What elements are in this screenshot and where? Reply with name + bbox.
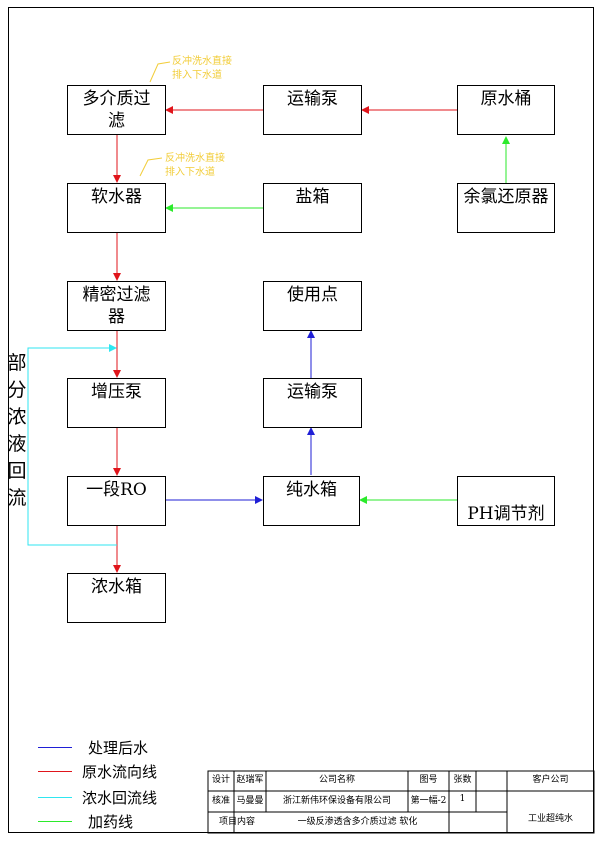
box-softener: 软水器	[67, 183, 166, 233]
legend-swatch	[38, 797, 72, 798]
tb-company-label: 公司名称	[318, 775, 355, 785]
legend-item-treated-water: 处理后水	[38, 737, 198, 759]
tb-reviewer: 马曼曼	[236, 796, 264, 806]
legend-item-raw-water: 原水流向线	[38, 761, 198, 783]
tb-project-label: 项目内容	[218, 817, 255, 827]
legend-label: 加药线	[88, 813, 134, 831]
box-salt-tank: 盐箱	[263, 183, 362, 233]
tb-project: 一级反渗透含多介质过滤 软化	[297, 817, 418, 827]
box-residual-chlorine-reducer: 余氯还原器	[457, 183, 555, 233]
tb-sheets: 1	[459, 794, 466, 804]
box-transfer-pump-mid: 运输泵	[263, 378, 362, 428]
tb-company: 浙江新伟环保设备有限公司	[282, 796, 391, 806]
side-label-concentrate-return: 部分浓液回流	[7, 352, 27, 509]
tb-drawing-no: 第一幅-2	[410, 796, 447, 806]
note-backwash-2: 反冲洗水直接 排入下水道	[165, 153, 225, 178]
legend-label: 处理后水	[88, 739, 149, 757]
arrow-concentrate-return	[27, 344, 117, 546]
note-pointer-2	[139, 157, 163, 177]
box-transfer-pump-top: 运输泵	[263, 85, 362, 135]
box-stage-one-ro: 一段RO	[67, 476, 166, 526]
legend-swatch	[38, 821, 72, 822]
legend-item-dosing: 加药线	[38, 811, 198, 833]
tb-design-label: 设计	[211, 775, 230, 785]
legend-swatch	[38, 747, 72, 748]
box-point-of-use: 使用点	[263, 281, 362, 331]
box-pure-water-tank: 纯水箱	[263, 476, 360, 526]
note-pointer-1	[149, 61, 171, 83]
tb-drawing-no-label: 图号	[419, 775, 438, 785]
note-backwash-1: 反冲洗水直接 排入下水道	[172, 56, 232, 81]
box-multi-media-filter: 多介质过滤	[67, 85, 166, 135]
tb-client-label: 客户公司	[532, 775, 569, 785]
box-raw-water-tank: 原水桶	[457, 85, 555, 135]
legend-item-concentrate-return: 浓水回流线	[38, 787, 198, 809]
legend-label: 原水流向线	[82, 763, 158, 781]
box-ph-regulator: PH调节剂	[457, 476, 555, 526]
tb-sheets-label: 张数	[453, 775, 472, 785]
box-concentrate-tank: 浓水箱	[67, 573, 166, 623]
tb-review-label: 核准	[211, 796, 230, 806]
legend-swatch	[38, 771, 72, 772]
title-block-grid	[207, 770, 595, 834]
tb-designer: 赵瑞军	[236, 775, 264, 785]
box-booster-pump: 增压泵	[67, 378, 166, 428]
legend-label: 浓水回流线	[82, 789, 158, 807]
tb-client: 工业超纯水	[527, 814, 573, 824]
box-precision-filter: 精密过滤器	[67, 281, 166, 331]
